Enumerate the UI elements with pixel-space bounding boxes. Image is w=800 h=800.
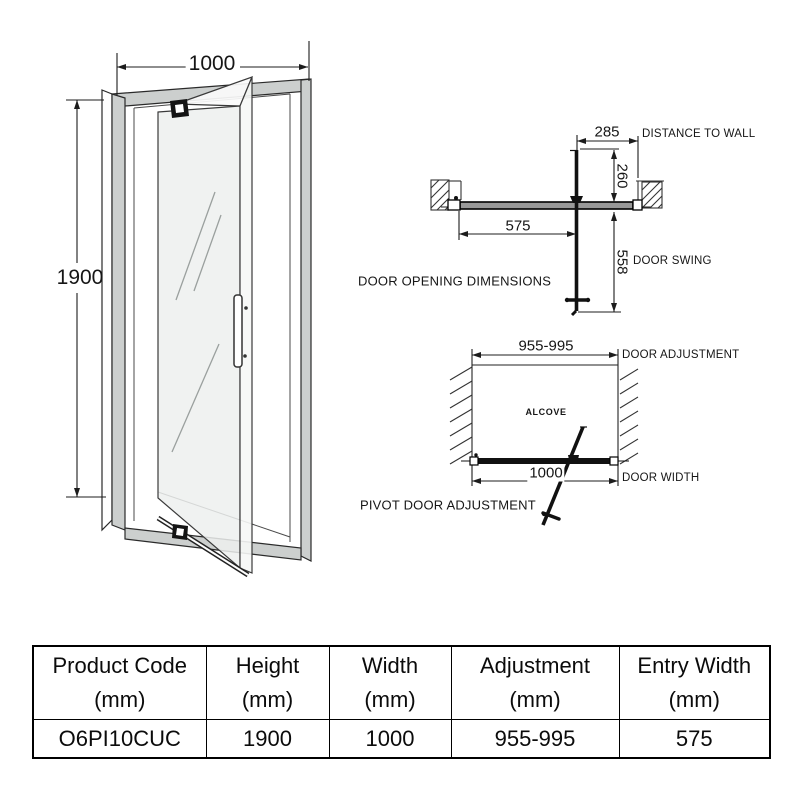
distance-to-wall-label: DISTANCE TO WALL [642,128,756,140]
cell-width: 1000 [328,719,452,759]
cell-product-code: O6PI10CUC [32,719,207,759]
pivot-adjustment-diagram-title: PIVOT DOOR ADJUSTMENT [360,497,536,513]
dimension-width-1000 [116,41,310,95]
frame-right-bar [300,78,312,562]
door-width-value: 1000 [527,464,565,482]
col-unit: (mm) [668,687,720,712]
dimension-285 [576,135,639,178]
dimension-575 [458,211,576,240]
alcove-hatch-right [619,368,639,465]
alcove-hatch-left [449,366,473,465]
frame-bar-plan [459,201,634,210]
entry-width-value: 575 [505,217,531,235]
depth-value: 260 [613,163,631,189]
col-product-code: Product Code (mm) [32,645,207,720]
dimension-height-1900 [66,99,106,498]
bottom-pivot-hinge [156,515,250,578]
top-pivot-hinge [170,99,189,118]
door-opening-diagram-title: DOOR OPENING DIMENSIONS [358,273,552,289]
col-width: Width (mm) [328,645,452,720]
spec-table-data-row: O6PI10CUC 1900 1000 955-995 575 [32,719,771,759]
door-swing-label: DOOR SWING [633,255,712,267]
cell-height: 1900 [205,719,330,759]
col-unit: (mm) [509,687,561,712]
open-door-plan [564,149,591,317]
cell-entry-width: 575 [618,719,771,759]
col-height: Height (mm) [205,645,330,720]
wall-hatch-right [636,180,664,209]
cell-adjustment: 955-995 [450,719,620,759]
door-width-label: DOOR WIDTH [622,472,700,484]
col-title: Width [361,652,419,678]
door-adjustment-label: DOOR ADJUSTMENT [622,349,740,361]
height-dimension-label: 1900 [56,266,104,289]
col-adjustment: Adjustment (mm) [450,645,620,720]
spec-table-header-row: Product Code (mm) Height (mm) Width (mm)… [32,645,771,720]
dimension-955-995 [472,352,618,358]
alcove-label: ALCOVE [525,407,567,417]
frame-left-bar [111,93,126,531]
frame-bar-plan-2 [478,458,612,464]
col-title: Adjustment [479,652,591,678]
dimension-558 [578,212,621,313]
wall-edge [101,89,113,532]
col-unit: (mm) [241,687,294,712]
door-swing-value: 558 [613,249,631,275]
dimension-260 [580,148,619,202]
col-unit: (mm) [364,687,416,712]
col-entry-width: Entry Width (mm) [618,645,771,720]
col-title: Product Code [52,652,188,678]
glass-door-illustration [156,75,254,578]
spec-table: Product Code (mm) Height (mm) Width (mm)… [32,645,771,759]
door-opening-plan [430,135,664,317]
wall-hatch-left [430,179,462,211]
adjustment-value: 955-995 [516,337,576,355]
glass-panel [157,105,241,570]
col-title: Height [235,652,300,678]
width-dimension-label: 1000 [185,52,239,76]
glass-reflections [171,191,222,453]
col-unit: (mm) [94,687,146,712]
distance-to-wall-value: 285 [594,123,620,141]
col-title: Entry Width [637,652,752,678]
door-handle [233,294,243,368]
